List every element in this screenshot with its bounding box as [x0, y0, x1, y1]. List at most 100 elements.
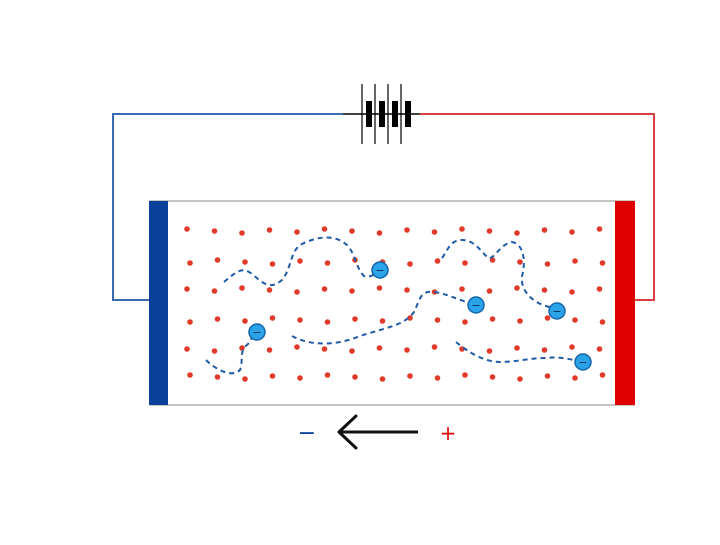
- ion-dot: [459, 226, 465, 232]
- ion-dot: [242, 376, 248, 382]
- ion-dot: [404, 227, 410, 233]
- ion-dot: [514, 345, 520, 351]
- ion-dot: [352, 374, 358, 380]
- ion-dot: [569, 344, 575, 350]
- ion-dot: [349, 348, 355, 354]
- ion-dot: [239, 345, 245, 351]
- ion-dot: [462, 319, 468, 325]
- ion-dot: [324, 319, 331, 325]
- ion-dot: [544, 373, 551, 379]
- ion-dot: [324, 260, 331, 266]
- positive-plate: [615, 201, 635, 405]
- ion-dot: [462, 260, 468, 266]
- electron-sign: −: [375, 264, 384, 277]
- ion-dot: [294, 229, 300, 235]
- positive-wire: [420, 113, 655, 301]
- electron: −: [371, 261, 389, 279]
- ion-dot: [407, 315, 413, 321]
- lattice-ions: [184, 226, 606, 382]
- ion-dot: [321, 226, 328, 232]
- ion-dot: [297, 258, 303, 264]
- conductor: [149, 200, 635, 406]
- minus-sign: −: [298, 421, 316, 446]
- ion-dot: [541, 287, 548, 293]
- ion-dot: [294, 344, 300, 350]
- electron-sign: −: [471, 299, 480, 312]
- ion-dot: [211, 288, 218, 294]
- ion-dot: [572, 375, 578, 381]
- ion-dot: [269, 261, 276, 267]
- ion-dot: [211, 228, 218, 234]
- ion-dot: [599, 319, 606, 325]
- ion-dot: [214, 374, 221, 380]
- ion-dot: [434, 317, 441, 323]
- ion-dot: [431, 229, 438, 235]
- free-electrons: − − − − −: [248, 261, 592, 371]
- ion-dot: [517, 318, 523, 324]
- ion-dot: [269, 373, 276, 379]
- negative-plate: [149, 201, 168, 405]
- ion-dot: [379, 376, 386, 382]
- ion-dot: [544, 315, 551, 321]
- ion-dot: [211, 348, 218, 354]
- ion-dot: [489, 374, 496, 380]
- ion-dot: [569, 289, 575, 295]
- ion-dot: [486, 228, 493, 234]
- ion-dot: [214, 316, 221, 322]
- electron-path: [223, 236, 381, 287]
- arrow-left-icon: [337, 414, 418, 450]
- ion-dot: [434, 375, 441, 381]
- ion-dot: [517, 376, 523, 382]
- ion-dot: [407, 373, 413, 379]
- electron: −: [248, 323, 266, 341]
- ion-dot: [376, 230, 383, 236]
- ion-dot: [572, 258, 578, 264]
- ion-dot: [324, 372, 331, 378]
- ion-dot: [239, 285, 245, 291]
- ion-dot: [266, 287, 273, 293]
- ion-dot: [242, 318, 248, 324]
- ion-dot: [541, 347, 548, 353]
- ion-dot: [266, 227, 273, 233]
- battery-icon: [343, 84, 420, 144]
- ion-dot: [462, 372, 468, 378]
- ion-dot: [187, 319, 193, 325]
- ion-dot: [404, 287, 410, 293]
- ion-dot: [486, 288, 493, 294]
- ion-dot: [407, 261, 413, 267]
- ion-dot: [376, 345, 383, 351]
- electron-path: [291, 290, 477, 345]
- electron-sign: −: [252, 326, 261, 339]
- ion-dot: [321, 346, 328, 352]
- ion-dot: [239, 230, 245, 236]
- ion-dot: [349, 288, 355, 294]
- ion-dot: [569, 229, 575, 235]
- ion-dot: [596, 226, 603, 232]
- ion-dot: [294, 289, 300, 295]
- ion-dot: [514, 285, 520, 291]
- ion-dot: [404, 347, 410, 353]
- ion-dot: [214, 257, 221, 263]
- electron: −: [548, 302, 566, 320]
- electron: −: [574, 353, 592, 371]
- ion-dot: [599, 372, 606, 378]
- ion-dot: [596, 286, 603, 292]
- ion-dot: [297, 317, 303, 323]
- electron-sign: −: [578, 356, 587, 369]
- ion-dot: [242, 259, 248, 265]
- ion-dot: [599, 260, 606, 266]
- ion-dot: [434, 258, 441, 264]
- plus-sign: +: [440, 421, 457, 445]
- negative-wire: [112, 113, 343, 301]
- ion-dot: [596, 346, 603, 352]
- ion-dot: [297, 375, 303, 381]
- electron-path: [455, 341, 584, 364]
- electron-paths: [205, 236, 584, 375]
- ion-dot: [489, 316, 496, 322]
- ion-dot: [379, 318, 386, 324]
- ion-dot: [352, 316, 358, 322]
- ion-dot: [187, 372, 193, 378]
- ion-dot: [459, 286, 465, 292]
- ion-dot: [269, 315, 276, 321]
